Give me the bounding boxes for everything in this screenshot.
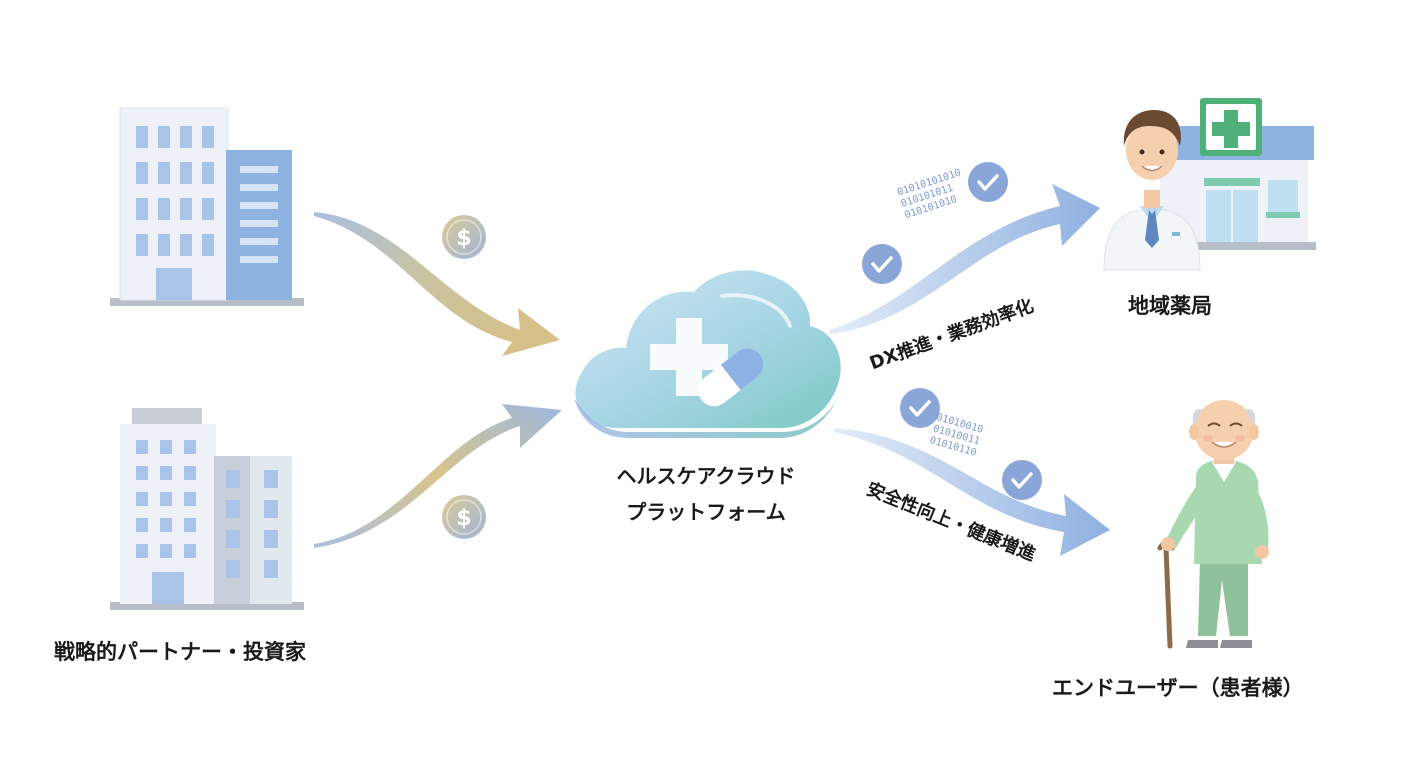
partner-building-bottom-icon [110,408,304,610]
checkmark-badge-icon [900,388,940,428]
dollar-coin-icon: $ [442,495,486,539]
dx-benefit-arrow [830,184,1100,334]
pharmacist-icon [1103,110,1201,271]
safety-benefit-arrow [834,428,1110,556]
svg-text:$: $ [456,506,471,531]
healthcare-cloud-icon [574,270,841,438]
partner-building-top-icon [110,107,304,306]
end-user-label: エンドユーザー（患者様） [1052,676,1304,700]
svg-text:$: $ [456,226,471,251]
investment-arrow-bottom [314,404,562,548]
checkmark-badge-icon [968,162,1008,202]
platform-label: ヘルスケアクラウド プラットフォーム [560,458,852,530]
platform-label-line2: プラットフォーム [626,500,786,524]
checkmark-badge-icon [1002,460,1042,500]
elderly-patient-icon [1157,400,1269,649]
platform-label-line1: ヘルスケアクラウド [616,464,796,488]
checkmark-badge-icon [862,244,902,284]
investment-arrow-top [314,212,560,356]
dollar-coin-icon: $ [442,215,486,259]
pharmacy-label: 地域薬局 [1128,294,1212,318]
partners-label: 戦略的パートナー・投資家 [54,640,306,664]
